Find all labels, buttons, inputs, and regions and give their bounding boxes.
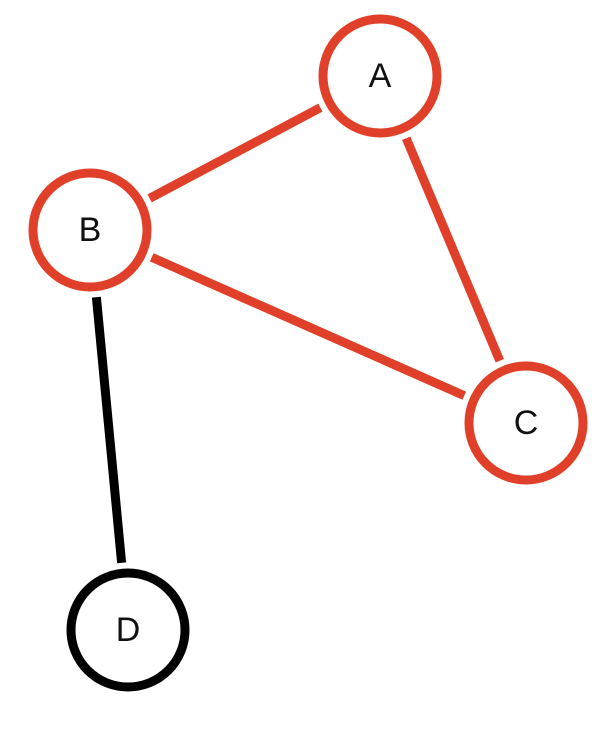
node-circle-c	[464, 361, 588, 485]
node-circle-d	[66, 568, 190, 692]
node-d: D	[66, 568, 190, 692]
node-label-a: A	[369, 57, 392, 95]
node-label-c: C	[514, 404, 539, 442]
node-circle-b	[28, 168, 152, 292]
edge-b-c	[149, 253, 467, 400]
edges-layer	[91, 103, 504, 564]
edge-b-a	[147, 103, 323, 203]
node-label-b: B	[79, 211, 102, 249]
node-a: A	[318, 14, 442, 138]
edge-b-d	[91, 296, 127, 564]
node-circle-a	[318, 14, 442, 138]
node-c: C	[464, 361, 588, 485]
nodes-layer: A B C D	[28, 14, 588, 692]
node-label-d: D	[116, 611, 141, 649]
node-b: B	[28, 168, 152, 292]
edge-a-c	[402, 136, 504, 363]
